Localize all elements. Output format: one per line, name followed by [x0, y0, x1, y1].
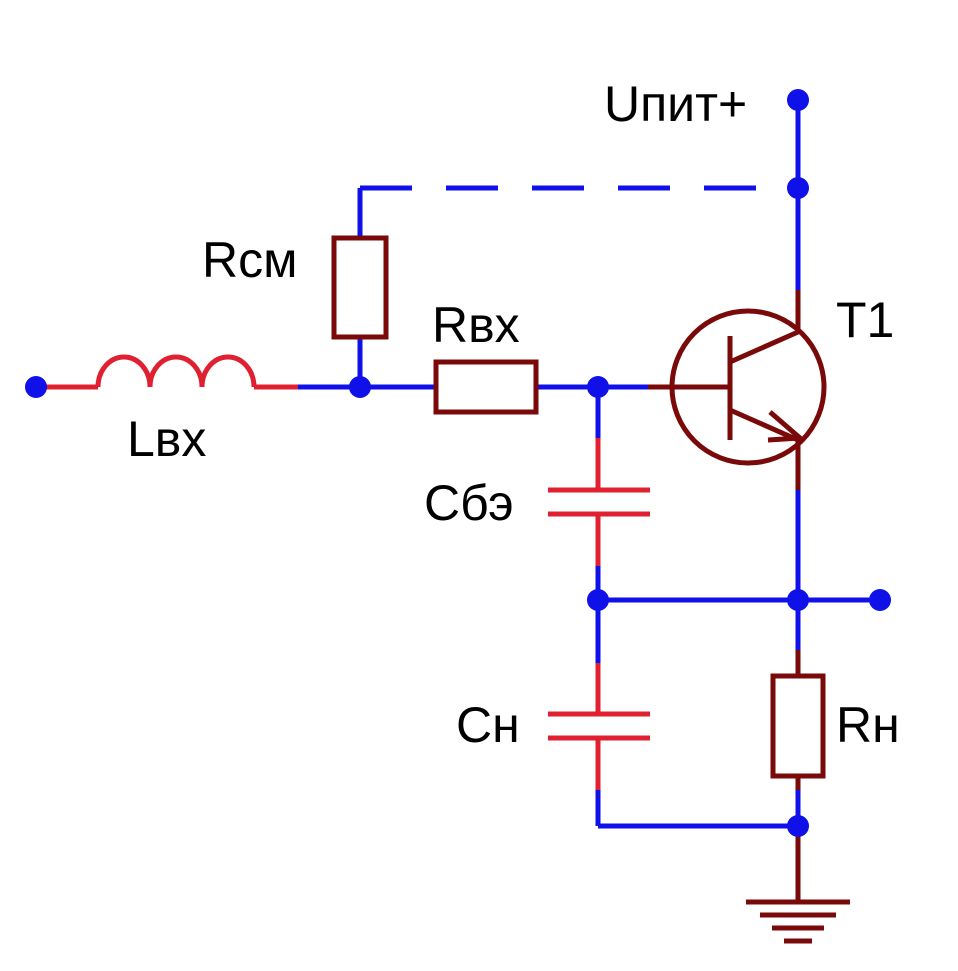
label-supply: Uпит+	[604, 76, 747, 132]
inductor-icon	[36, 354, 298, 390]
wires	[298, 100, 880, 829]
junction-input-node	[349, 376, 371, 398]
label-bias-resistor: Rсм	[202, 232, 297, 288]
resistor-icon	[331, 235, 389, 340]
resistor-icon	[770, 673, 826, 779]
terminal-output	[869, 589, 891, 611]
label-load-resistor: Rн	[836, 697, 900, 753]
label-transistor: T1	[836, 292, 894, 348]
label-input-resistor: Rвх	[432, 297, 520, 353]
ground-icon	[746, 826, 850, 944]
label-load-capacitor: Cн	[456, 697, 520, 753]
terminal-supply	[787, 89, 809, 111]
terminal-input	[25, 376, 47, 398]
labels: Uпит+ Rсм Rвх T1 Lвх Cбэ Cн Rн	[127, 76, 900, 753]
junction-cap-node	[587, 589, 609, 611]
junction-dots	[25, 89, 891, 837]
label-be-capacitor: Cбэ	[424, 475, 514, 531]
junction-base-node	[587, 376, 609, 398]
junction-emitter-node	[787, 589, 809, 611]
label-input-inductor: Lвх	[127, 411, 206, 467]
capacitor-cbe	[548, 438, 650, 566]
resistor-rcm	[331, 235, 389, 340]
npn-transistor-icon	[648, 290, 827, 490]
junction-ground-node	[787, 815, 809, 837]
capacitor-cn	[548, 663, 650, 790]
resistor-icon	[433, 359, 539, 415]
resistor-rvx	[433, 359, 539, 415]
resistor-rn	[770, 650, 826, 790]
junction-supply-bias	[787, 177, 809, 199]
